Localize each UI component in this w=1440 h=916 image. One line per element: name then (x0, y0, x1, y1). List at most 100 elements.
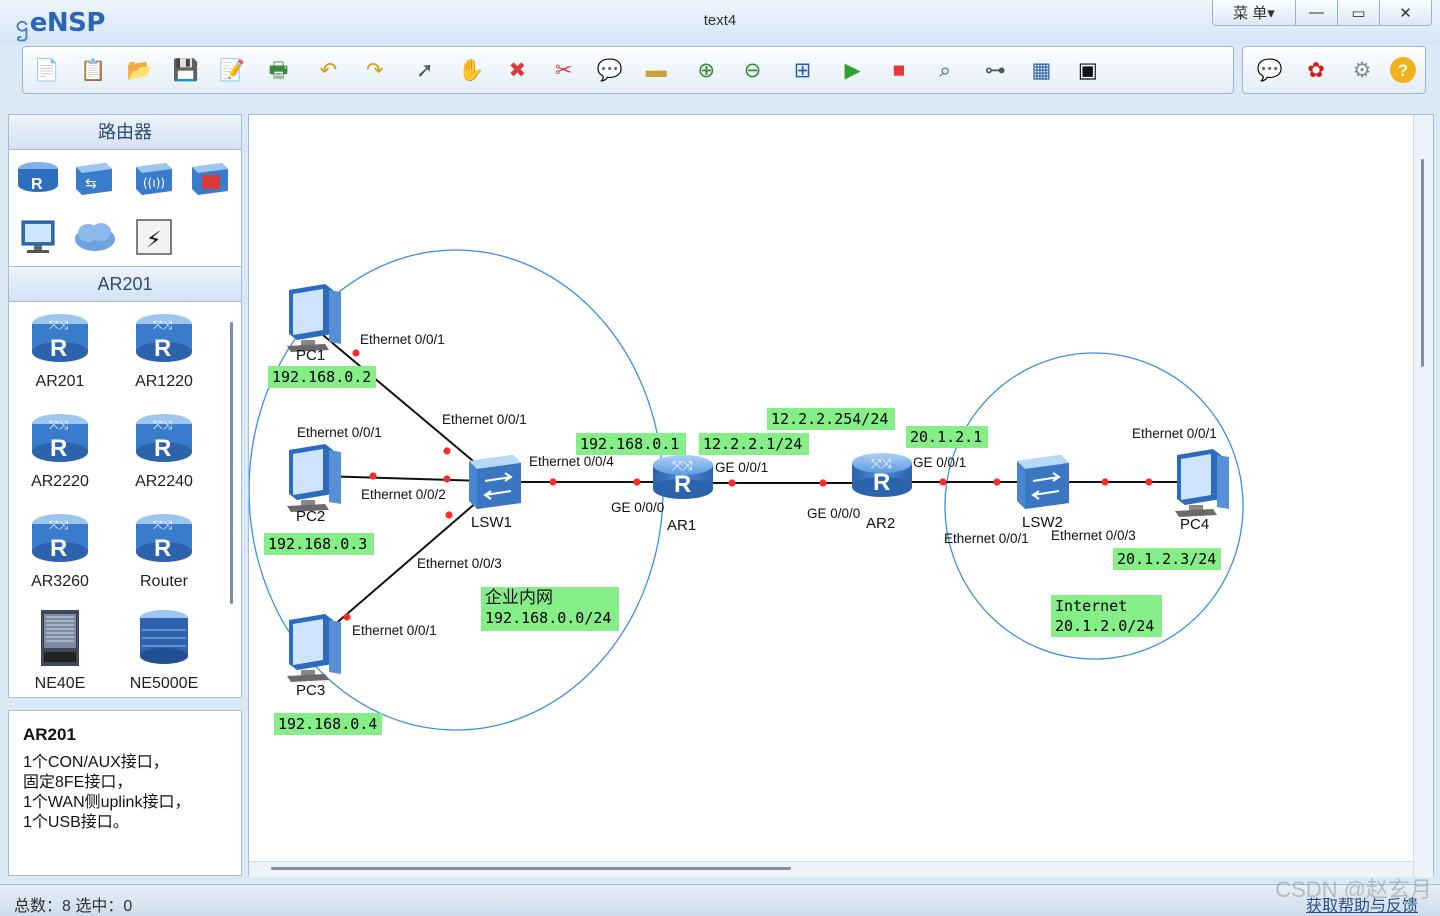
rectangle-icon[interactable]: ▬ (645, 58, 667, 82)
device-label: AR3260 (31, 573, 89, 590)
ip-label-box[interactable] (699, 433, 809, 455)
start-device-icon[interactable]: ▶ (844, 58, 861, 82)
link-line[interactable] (310, 324, 486, 472)
screenshot-icon[interactable]: ▣ (1077, 58, 1098, 82)
ip-label-box[interactable] (1113, 548, 1221, 570)
canvas-horizontal-scrollbar[interactable] (271, 867, 791, 870)
delete-link-icon[interactable]: ✂ (554, 58, 573, 82)
zoom-out-icon[interactable]: ⊖ (743, 58, 762, 82)
help-feedback-link[interactable]: 获取帮助与反馈 (1305, 898, 1418, 915)
pc2-device[interactable] (287, 444, 341, 512)
stop-device-icon[interactable]: ■ (892, 58, 906, 82)
topology-canvas[interactable]: R ⤧⤨ PC1PC2PC3PC4LSW1LSW2AR1AR2Ethernet … (248, 114, 1435, 877)
link-line[interactable] (310, 494, 486, 646)
cloud-category-icon[interactable] (71, 216, 117, 258)
capture-icon[interactable]: ⌕ (939, 58, 952, 82)
ip-label-text: 192.168.0.4 (278, 715, 377, 733)
topology-svg[interactable]: R ⤧⤨ PC1PC2PC3PC4LSW1LSW2AR1AR2Ethernet … (249, 115, 1435, 877)
device-ne5000e[interactable]: NE5000E (119, 608, 209, 693)
window-title: text4 (703, 12, 737, 29)
huawei-icon[interactable]: ✿ (1307, 58, 1325, 82)
undo-icon[interactable]: ↶ (319, 58, 338, 82)
print-icon[interactable]: 🖶 (268, 58, 289, 82)
switch-category-icon[interactable]: ⇆ (71, 156, 117, 198)
settings-icon[interactable]: ⚙ (1352, 58, 1372, 82)
topology-icon[interactable]: ⊶ (984, 58, 1006, 82)
port-label: GE 0/0/1 (913, 455, 966, 470)
select-icon[interactable]: ➚ (415, 58, 434, 82)
lsw2-switch[interactable] (1016, 454, 1070, 510)
save-icon[interactable]: 💾 (172, 58, 199, 82)
device-label: Router (139, 573, 189, 590)
device-ar1220[interactable]: R⤧⤨AR1220 (119, 310, 209, 391)
port-label: Ethernet 0/0/1 (352, 623, 437, 638)
pc1-device[interactable] (287, 284, 341, 352)
zoom-in-icon[interactable]: ⊕ (697, 58, 716, 82)
ip-label-box[interactable] (576, 433, 686, 455)
ip-label-box[interactable] (906, 426, 988, 448)
link-line[interactable] (318, 475, 486, 482)
canvas-vertical-track[interactable] (1413, 115, 1433, 877)
menu-button[interactable]: 菜 单▾ (1233, 5, 1275, 22)
minimize-button[interactable]: — (1295, 0, 1337, 25)
router-icon: R⤧⤨ (136, 414, 192, 462)
port-dot (343, 613, 351, 621)
redo-icon[interactable]: ↷ (365, 58, 384, 82)
wireless-category-icon[interactable]: ((ı)) (131, 156, 177, 198)
ip-label-box[interactable] (268, 366, 376, 388)
device-ar3260[interactable]: R⤧⤨AR3260 (15, 510, 105, 591)
description-line: 1个CON/AUX接口， (23, 754, 169, 771)
save-as-icon[interactable]: 📝 (219, 58, 246, 82)
device-ar201[interactable]: R⤧⤨AR201 (15, 310, 105, 391)
device-router[interactable]: R⤧⤨Router (119, 510, 209, 591)
subcategory-title: AR201 (8, 266, 242, 302)
ar1-router[interactable] (653, 455, 713, 499)
device-ne40e[interactable]: NE40E (15, 608, 105, 693)
ip-label-box[interactable] (481, 587, 619, 631)
help-icon[interactable]: ? (1390, 57, 1416, 83)
device-ar2240[interactable]: R⤧⤨AR2240 (119, 410, 209, 491)
grid-icon[interactable]: ▦ (1031, 58, 1052, 82)
firewall-category-icon[interactable] (187, 156, 233, 198)
device-ar2220[interactable]: R⤧⤨AR2220 (15, 410, 105, 491)
description-title: AR201 (23, 725, 76, 744)
new-example-icon[interactable]: 📋 (80, 58, 107, 82)
text-annotation-icon[interactable]: 💬 (596, 58, 624, 82)
router-icon: R⤧⤨ (136, 314, 192, 362)
pc-category-icon[interactable] (15, 216, 61, 258)
pan-hand-icon[interactable]: ✋ (458, 58, 485, 82)
ip-label-box[interactable] (264, 533, 374, 555)
router-category-icon[interactable]: R (15, 156, 61, 198)
device-label: NE40E (34, 675, 86, 692)
port-label: Ethernet 0/0/2 (361, 487, 446, 502)
connection-category-icon[interactable]: ⚡ (131, 216, 177, 258)
svg-text:⇆: ⇆ (85, 176, 97, 192)
port-label: Ethernet 0/0/1 (442, 412, 527, 427)
main-toolbar: 📄 📋 📂 💾 📝 🖶 ↶ ↷ ➚ ✋ ✖ ✂ 💬 ▬ ⊕ ⊖ ⊞ ▶ ■ ⌕ ⊶ ▦ ▣ (22, 46, 1234, 94)
ip-label-box[interactable] (767, 408, 895, 430)
port-label: GE 0/0/1 (715, 460, 768, 475)
category-title[interactable]: 路由器 (8, 114, 242, 150)
svg-text:R: R (50, 435, 67, 462)
forum-icon[interactable]: 💬 (1256, 58, 1284, 82)
status-counts: 总数：8 选中：0 (14, 898, 133, 915)
port-dot (819, 479, 827, 487)
delete-icon[interactable]: ✖ (508, 58, 527, 82)
canvas-horizontal-track[interactable] (249, 861, 1413, 877)
ip-label-text: Internet (1055, 597, 1127, 615)
lsw1-switch[interactable] (468, 454, 522, 510)
device-list-scrollbar[interactable] (230, 322, 233, 604)
pc3-device[interactable] (287, 614, 341, 682)
pc4-label: PC4 (1180, 516, 1209, 533)
close-button[interactable]: ✕ (1379, 0, 1431, 25)
new-topology-icon[interactable]: 📄 (33, 58, 61, 82)
maximize-button[interactable]: ▭ (1337, 0, 1379, 25)
pc4-device[interactable] (1175, 449, 1229, 517)
open-icon[interactable]: 📂 (126, 58, 153, 82)
ip-label-box[interactable] (274, 713, 382, 735)
ar2-router[interactable] (852, 453, 912, 497)
ip-label-box[interactable] (1051, 595, 1162, 637)
canvas-vertical-scrollbar[interactable] (1421, 159, 1424, 367)
fit-view-icon[interactable]: ⊞ (793, 58, 812, 82)
